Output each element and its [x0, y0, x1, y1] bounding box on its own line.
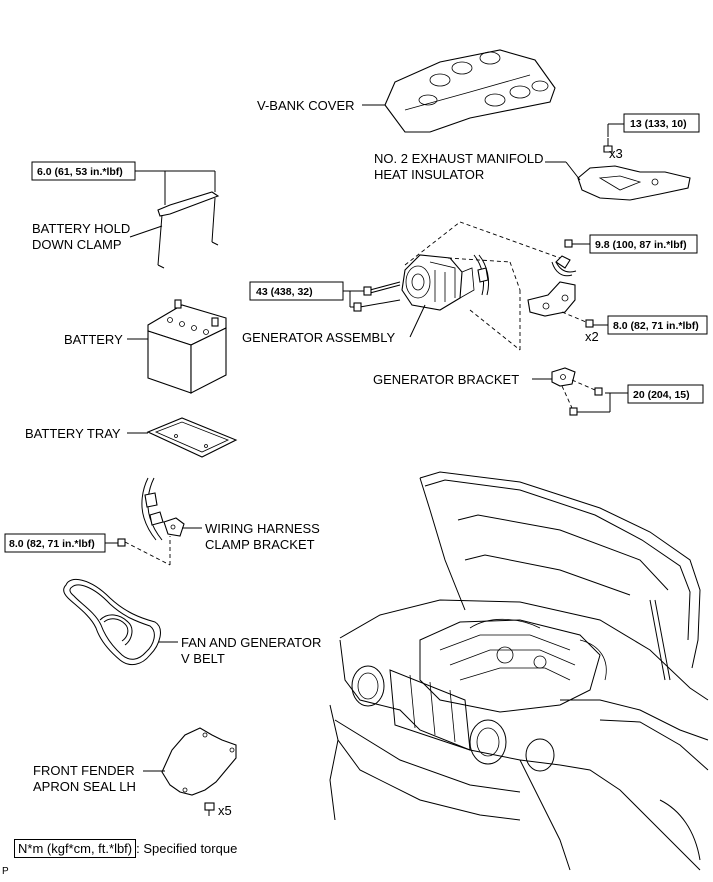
wiring-clamp-label-line1: WIRING HARNESS — [205, 521, 320, 536]
footer-code: P — [2, 866, 9, 877]
insulator-torque: 13 (133, 10) — [630, 118, 687, 130]
bracket-upper-torque-box — [589, 234, 698, 254]
gen-bracket-torque: 20 (204, 15) — [633, 389, 690, 401]
generator-assembly-label: GENERATOR ASSEMBLY — [242, 330, 395, 345]
apron-seal-part — [161, 727, 237, 796]
generator-bracket-part — [551, 367, 576, 387]
v-bank-cover-part — [384, 49, 556, 133]
insulator-torque-box — [623, 113, 700, 133]
battery-label: BATTERY — [64, 332, 123, 347]
apron-seal-label-line1: FRONT FENDER — [33, 763, 135, 778]
bracket-lower-torque-box — [607, 315, 708, 335]
battery-clamp-part — [157, 191, 220, 269]
apron-clip-qty: x5 — [218, 803, 232, 818]
insulator-bolt-qty: x3 — [609, 146, 623, 161]
wiring-clamp-bolt-icon — [117, 538, 126, 547]
battery-clamp-label-line2: DOWN CLAMP — [32, 237, 122, 252]
battery-clamp-label-line1: BATTERY HOLD — [32, 221, 130, 236]
torque-unit-box: N*m (kgf*cm, ft.*lbf) — [14, 839, 137, 858]
insulator-label-line1: NO. 2 EXHAUST MANIFOLD — [374, 151, 544, 166]
v-belt-part — [63, 578, 161, 666]
generator-bracket-bolt-upper-icon — [571, 379, 603, 396]
bracket-bolt-qty: x2 — [585, 329, 599, 344]
alternator-bracket-part — [527, 255, 577, 317]
battery-tray-part — [146, 417, 238, 458]
insulator-label-line2: HEAT INSULATOR — [374, 167, 484, 182]
wiring-harness-part — [141, 477, 164, 541]
generator-bracket-bolt-lower-icon — [561, 385, 578, 416]
generator-harness-part — [473, 254, 490, 296]
generator-assembly-part — [401, 254, 475, 311]
v-belt-label-line2: V BELT — [181, 651, 225, 666]
wiring-clamp-label-line2: CLAMP BRACKET — [205, 537, 315, 552]
exhaust-heat-insulator-part — [577, 165, 691, 201]
v-belt-label-line1: FAN AND GENERATOR — [181, 635, 321, 650]
generator-bolt-long-icon — [363, 281, 401, 296]
vehicle-open-hood-illustration — [329, 471, 709, 871]
insulator-bolt-icon — [603, 138, 613, 153]
battery-part — [147, 299, 227, 394]
bracket-upper-bolt-icon — [564, 239, 573, 248]
wiring-clamp-torque: 8.0 (82, 71 in.*lbf) — [9, 538, 95, 550]
gen-bracket-torque-box — [627, 384, 704, 404]
torque-legend-text: : Specified torque — [136, 841, 238, 856]
apron-seal-label-line2: APRON SEAL LH — [33, 779, 136, 794]
battery-clamp-torque: 6.0 (61, 53 in.*lbf) — [37, 166, 123, 178]
torque-legend: N*m (kgf*cm, ft.*lbf) : Specified torque — [14, 839, 237, 858]
bracket-lower-torque: 8.0 (82, 71 in.*lbf) — [613, 320, 699, 332]
bracket-lower-bolt-icon — [561, 311, 594, 328]
wiring-clamp-bracket-part — [163, 517, 185, 537]
generator-bracket-label: GENERATOR BRACKET — [373, 372, 519, 387]
generator-bolt-short-icon — [353, 299, 401, 312]
bracket-upper-torque: 9.8 (100, 87 in.*lbf) — [595, 239, 687, 251]
apron-clip-icon — [204, 802, 215, 816]
v-bank-cover-label: V-BANK COVER — [257, 98, 355, 113]
battery-tray-label: BATTERY TRAY — [25, 426, 121, 441]
generator-torque: 43 (438, 32) — [256, 286, 313, 298]
